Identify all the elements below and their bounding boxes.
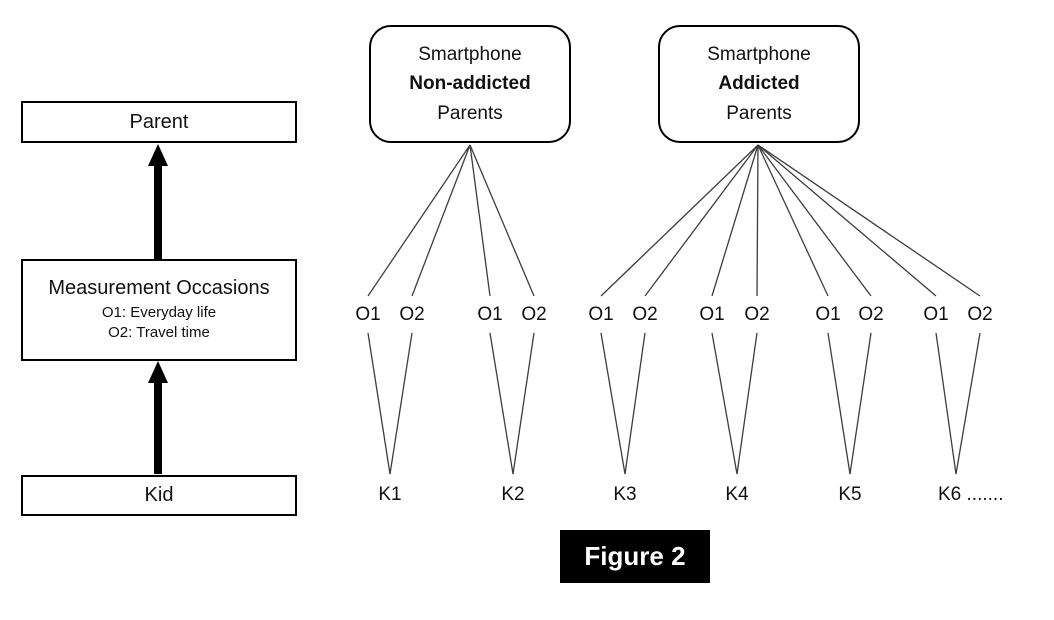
kid-label-1: K1 (378, 484, 402, 505)
occasion-label: O1 (477, 304, 503, 325)
occasion-label: O2 (632, 304, 658, 325)
occasion-label: O1 (815, 304, 841, 325)
group-line-parents: Parents (726, 102, 792, 124)
kid-label: Kid (144, 484, 174, 506)
occasion-1-description: O1: Everyday life (101, 303, 217, 321)
occasion-label: O1 (588, 304, 614, 325)
kid-label-5: K5 (838, 484, 862, 505)
group-line-addicted: Addicted (718, 73, 800, 95)
measurement-occasions-box: Measurement Occasions O1: Everyday life … (21, 259, 297, 361)
occasion-label: O2 (967, 304, 993, 325)
occasion-label: O2 (521, 304, 547, 325)
figure-caption: Figure 2 (560, 530, 710, 583)
parent-box: Parent (21, 101, 297, 143)
kid-label-3: K3 (613, 484, 637, 505)
group-line-non-addicted: Non-addicted (409, 73, 531, 95)
non-addicted-parents-box: Smartphone Non-addicted Parents (369, 25, 571, 143)
kid-label-2: K2 (501, 484, 525, 505)
occasion-label: O1 (923, 304, 949, 325)
occasion-label: O2 (399, 304, 425, 325)
occasion-2-description: O2: Travel time (108, 324, 210, 341)
occasion-label: O2 (858, 304, 884, 325)
addicted-parents-box: Smartphone Addicted Parents (658, 25, 860, 143)
parent-label: Parent (129, 110, 189, 133)
occasion-label: O1 (699, 304, 725, 325)
group-line-parents: Parents (437, 102, 503, 124)
occasion-label: O2 (744, 304, 770, 325)
group-line-smartphone: Smartphone (707, 43, 811, 65)
kid-box: Kid (21, 475, 297, 516)
kid-label-4: K4 (725, 484, 749, 505)
group-line-smartphone: Smartphone (418, 43, 522, 65)
occasion-label: O1 (355, 304, 381, 325)
measurement-occasions-title: Measurement Occasions (48, 276, 270, 299)
kid-label-6: K6 ....... (938, 484, 1004, 505)
